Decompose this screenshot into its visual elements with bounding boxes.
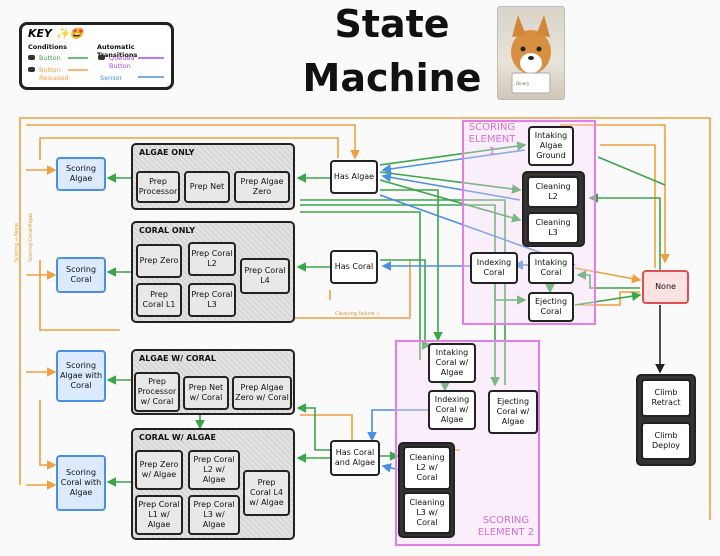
node-scoring-algae: Scoring Algae (56, 157, 106, 191)
edge-green-to-intaking-coral-algae (380, 189, 443, 342)
node-has-coral: Has Coral (330, 250, 378, 284)
node-prep-coral-l1: Prep Coral L1 (136, 283, 182, 317)
node-cleaning-l2: Cleaning L2 (527, 176, 579, 208)
node-prep-coral-l1-w-algae: Prep Coral L1 w/ Algae (135, 495, 183, 535)
edge-has-algae-to-cleaning (379, 171, 522, 194)
node-prep-net: Prep Net (184, 171, 230, 203)
node-scoring-coral-with-algae: Scoring Coral with Algae (56, 455, 106, 511)
node-climb-deploy: Climb Deploy (641, 422, 691, 460)
node-prep-coral-l3: Prep Coral L3 (188, 283, 236, 317)
edge-has-coral-algae-orange (300, 414, 353, 440)
node-prep-coral-l2: Prep Coral L2 (188, 242, 236, 276)
edge-has-algae-to-intaking (379, 141, 527, 166)
title-line-1: State (334, 2, 450, 46)
node-intaking-coral: Intaking Coral (528, 252, 574, 284)
node-prep-coral-l2-w-algae: Prep Coral L2 w/ Algae (188, 450, 240, 490)
node-prep-algae-zero: Prep Algae Zero (234, 171, 290, 203)
node-prep-coral-l4: Prep Coral L4 (240, 258, 290, 294)
node-intaking-algae-ground: Intaking Algae Ground (528, 126, 574, 166)
group-algae-w-coral-label: ALGAE W/ CORAL (139, 354, 216, 363)
node-prep-zero: Prep Zero (136, 244, 182, 278)
edge-intaking-coral-algae-to-has (367, 409, 428, 442)
key-button-released: Button Released (39, 66, 69, 82)
node-cleaning-l3-w-coral: Cleaning L3 w/ Coral (403, 492, 451, 534)
key-swatches (28, 55, 164, 78)
node-indexing-coral: Indexing Coral (470, 252, 518, 284)
edge-intaking-coral-to-none (574, 267, 642, 284)
edge-has-coral-algae-to-group2 (296, 403, 330, 451)
edge-has-coral-to-intaking-coral-algae (380, 259, 432, 350)
node-cleaning-l2-w-coral: Cleaning L2 w/ Coral (403, 446, 451, 490)
mascot-image: Dinery (497, 6, 565, 100)
key-auto-label: Automatic Transitions (97, 43, 138, 59)
corgi-icon (511, 15, 551, 94)
node-intaking-coral-w-algae: Intaking Coral w/ Algae (428, 343, 476, 383)
edge-indexing-to-ejecting (494, 285, 527, 305)
node-none: None (642, 270, 689, 304)
node-cleaning-l3: Cleaning L3 (527, 212, 579, 244)
edge-none-to-intaking-coral (576, 270, 640, 289)
node-prep-processor: Prep Processor (136, 171, 180, 203)
legend-key: KEY ✨🤩 Conditions Automatic Transitions … (19, 22, 174, 90)
node-ejecting-coral: Ejecting Coral (528, 292, 574, 322)
edge-outer-loop (19, 117, 711, 520)
node-climb-retract: Climb Retract (641, 379, 691, 417)
edge-ejecting-to-none (574, 291, 642, 306)
node-prep-algae-zero-w-coral: Prep Algae Zero w/ Coral (232, 376, 292, 410)
key-button: Button (39, 54, 61, 62)
group-coral-w-algae-label: CORAL W/ ALGAE (139, 433, 216, 442)
edge-cleaning-to-has-algae (381, 172, 521, 201)
edge-green-to-ejecting-coral (300, 204, 500, 387)
edge-lower-orange (39, 400, 57, 470)
edge-none-to-ground (597, 156, 666, 186)
edge-cleaning-coral-to-has (381, 463, 401, 473)
key-heading: KEY ✨🤩 (28, 27, 84, 40)
mascot-caption: Dinery (516, 81, 530, 86)
node-prep-net-w-coral: Prep Net w/ Coral (183, 376, 229, 410)
edge-cleaning-failure (290, 260, 411, 319)
edge-scoring-coral-to-has-coral (39, 260, 120, 331)
node-indexing-coral-w-algae: Indexing Coral w/ Algae (428, 390, 476, 430)
key-conditions-label: Conditions (28, 43, 68, 51)
edge-label-cleaning-failure: Cleaning failure :( (335, 311, 380, 317)
key-sensor: Sensor (100, 74, 123, 82)
edge-label-scoring-none: Scoring → None (14, 222, 20, 262)
node-has-algae: Has Algae (330, 160, 378, 194)
title-line-2: Machine (302, 56, 482, 100)
node-prep-coral-l4-w-algae: Prep Coral L4 w/ Algae (243, 470, 290, 516)
group-coral-only-label: CORAL ONLY (139, 226, 196, 235)
edge-ground-to-has-algae (381, 149, 526, 174)
node-prep-zero-w-algae: Prep Zero w/ Algae (135, 450, 183, 490)
edge-has-algae-up (39, 137, 339, 160)
node-has-coral-and-algae: Has Coral and Algae (330, 440, 380, 476)
edge-outer-top (26, 124, 360, 160)
group-algae-only-label: ALGAE ONLY (139, 148, 195, 157)
edge-label-scoring-coral-algae: Scoring Coral/Algae (28, 212, 34, 262)
node-prep-processor-w-coral: Prep Processor w/ Coral (134, 372, 180, 412)
scoring-element-1-label: SCORING ELEMENT 1 (468, 122, 516, 157)
node-scoring-algae-with-coral: Scoring Algae with Coral (56, 350, 106, 402)
key-queued: Queued Button (109, 54, 135, 70)
node-scoring-coral: Scoring Coral (56, 257, 106, 293)
scoring-element-2-label: SCORING ELEMENT 2 (477, 515, 535, 538)
node-ejecting-coral-w-algae: Ejecting Coral w/ Algae (488, 390, 538, 434)
edge-has-coral-to-cleaning-l2-coral (300, 211, 421, 360)
edge-intake-ground-to-none (600, 144, 656, 268)
node-prep-coral-l3-w-algae: Prep Coral L3 w/ Algae (188, 495, 240, 535)
edge-none-to-cleaning (588, 193, 661, 270)
